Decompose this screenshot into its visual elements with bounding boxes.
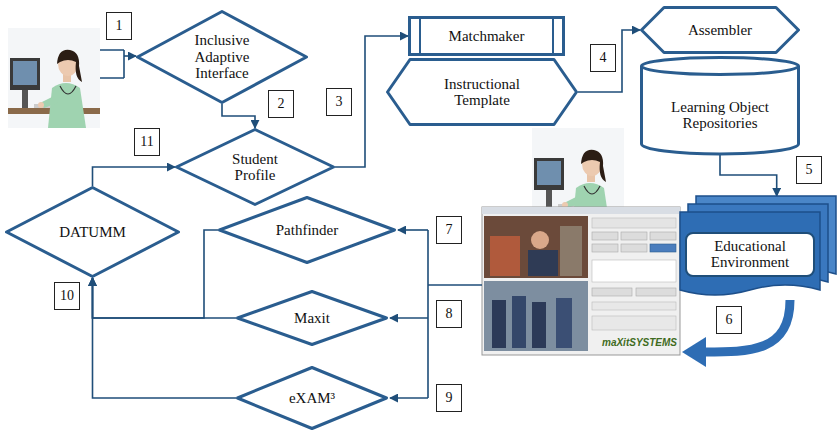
document-stack: Educational Environment (680, 196, 836, 300)
decision-diamond: Student Profile (175, 128, 335, 206)
output-arrow (390, 317, 428, 319)
callout-number: 5 (796, 156, 822, 184)
callout-number: 4 (590, 44, 616, 72)
node-text: Pathfinder (276, 222, 338, 239)
curved-arrow (682, 300, 790, 367)
node-text: Inclusive Adaptive Interface (175, 32, 269, 82)
callout-number: 1 (106, 12, 132, 40)
flow-arrow (720, 154, 777, 196)
hexagon-box: Assembler (640, 6, 800, 54)
node-text: Student Profile (211, 151, 299, 184)
flow-arrow (578, 30, 640, 92)
input-arrow (124, 55, 136, 57)
output-arrow (398, 229, 428, 231)
logo-text: maXitSYSTEMS (602, 337, 677, 348)
simulation-screenshot (482, 207, 680, 355)
node-text: eXAM³ (289, 390, 335, 407)
flow-arrow (93, 278, 237, 398)
node-text: Educational Environment (685, 232, 815, 277)
input-line (100, 50, 124, 78)
callout-number: 9 (436, 384, 462, 412)
nurse-photo (8, 28, 100, 128)
callout-number: 2 (268, 90, 294, 118)
decision-diamond: DATUMM (5, 186, 180, 278)
callout-number: 7 (436, 216, 462, 244)
node-text: Maxit (294, 310, 330, 327)
node-text: DATUMM (59, 224, 126, 241)
node-text: Assembler (688, 22, 752, 39)
flow-arrow (222, 104, 255, 128)
decision-diamond: Maxit (236, 290, 388, 346)
decision-diamond: eXAM³ (236, 366, 388, 430)
callout-number: 3 (326, 88, 352, 116)
flow-arrow (93, 278, 237, 318)
callout-number: 6 (716, 306, 742, 334)
process-box: Matchmaker (408, 16, 565, 56)
hexagon-box: Instructional Template (386, 58, 578, 126)
node-text: Matchmaker (449, 28, 525, 45)
callout-number: 11 (134, 128, 160, 156)
output-line (428, 230, 482, 398)
callout-number: 10 (54, 282, 80, 310)
callout-number: 8 (436, 300, 462, 328)
decision-diamond: Pathfinder (218, 196, 396, 264)
output-arrow (390, 397, 428, 399)
database-cylinder: Learning Object Repositories (640, 56, 800, 154)
node-text: Learning Object Repositories (650, 99, 790, 132)
node-text: Instructional Template (422, 76, 542, 109)
flow-arrow (93, 167, 176, 186)
